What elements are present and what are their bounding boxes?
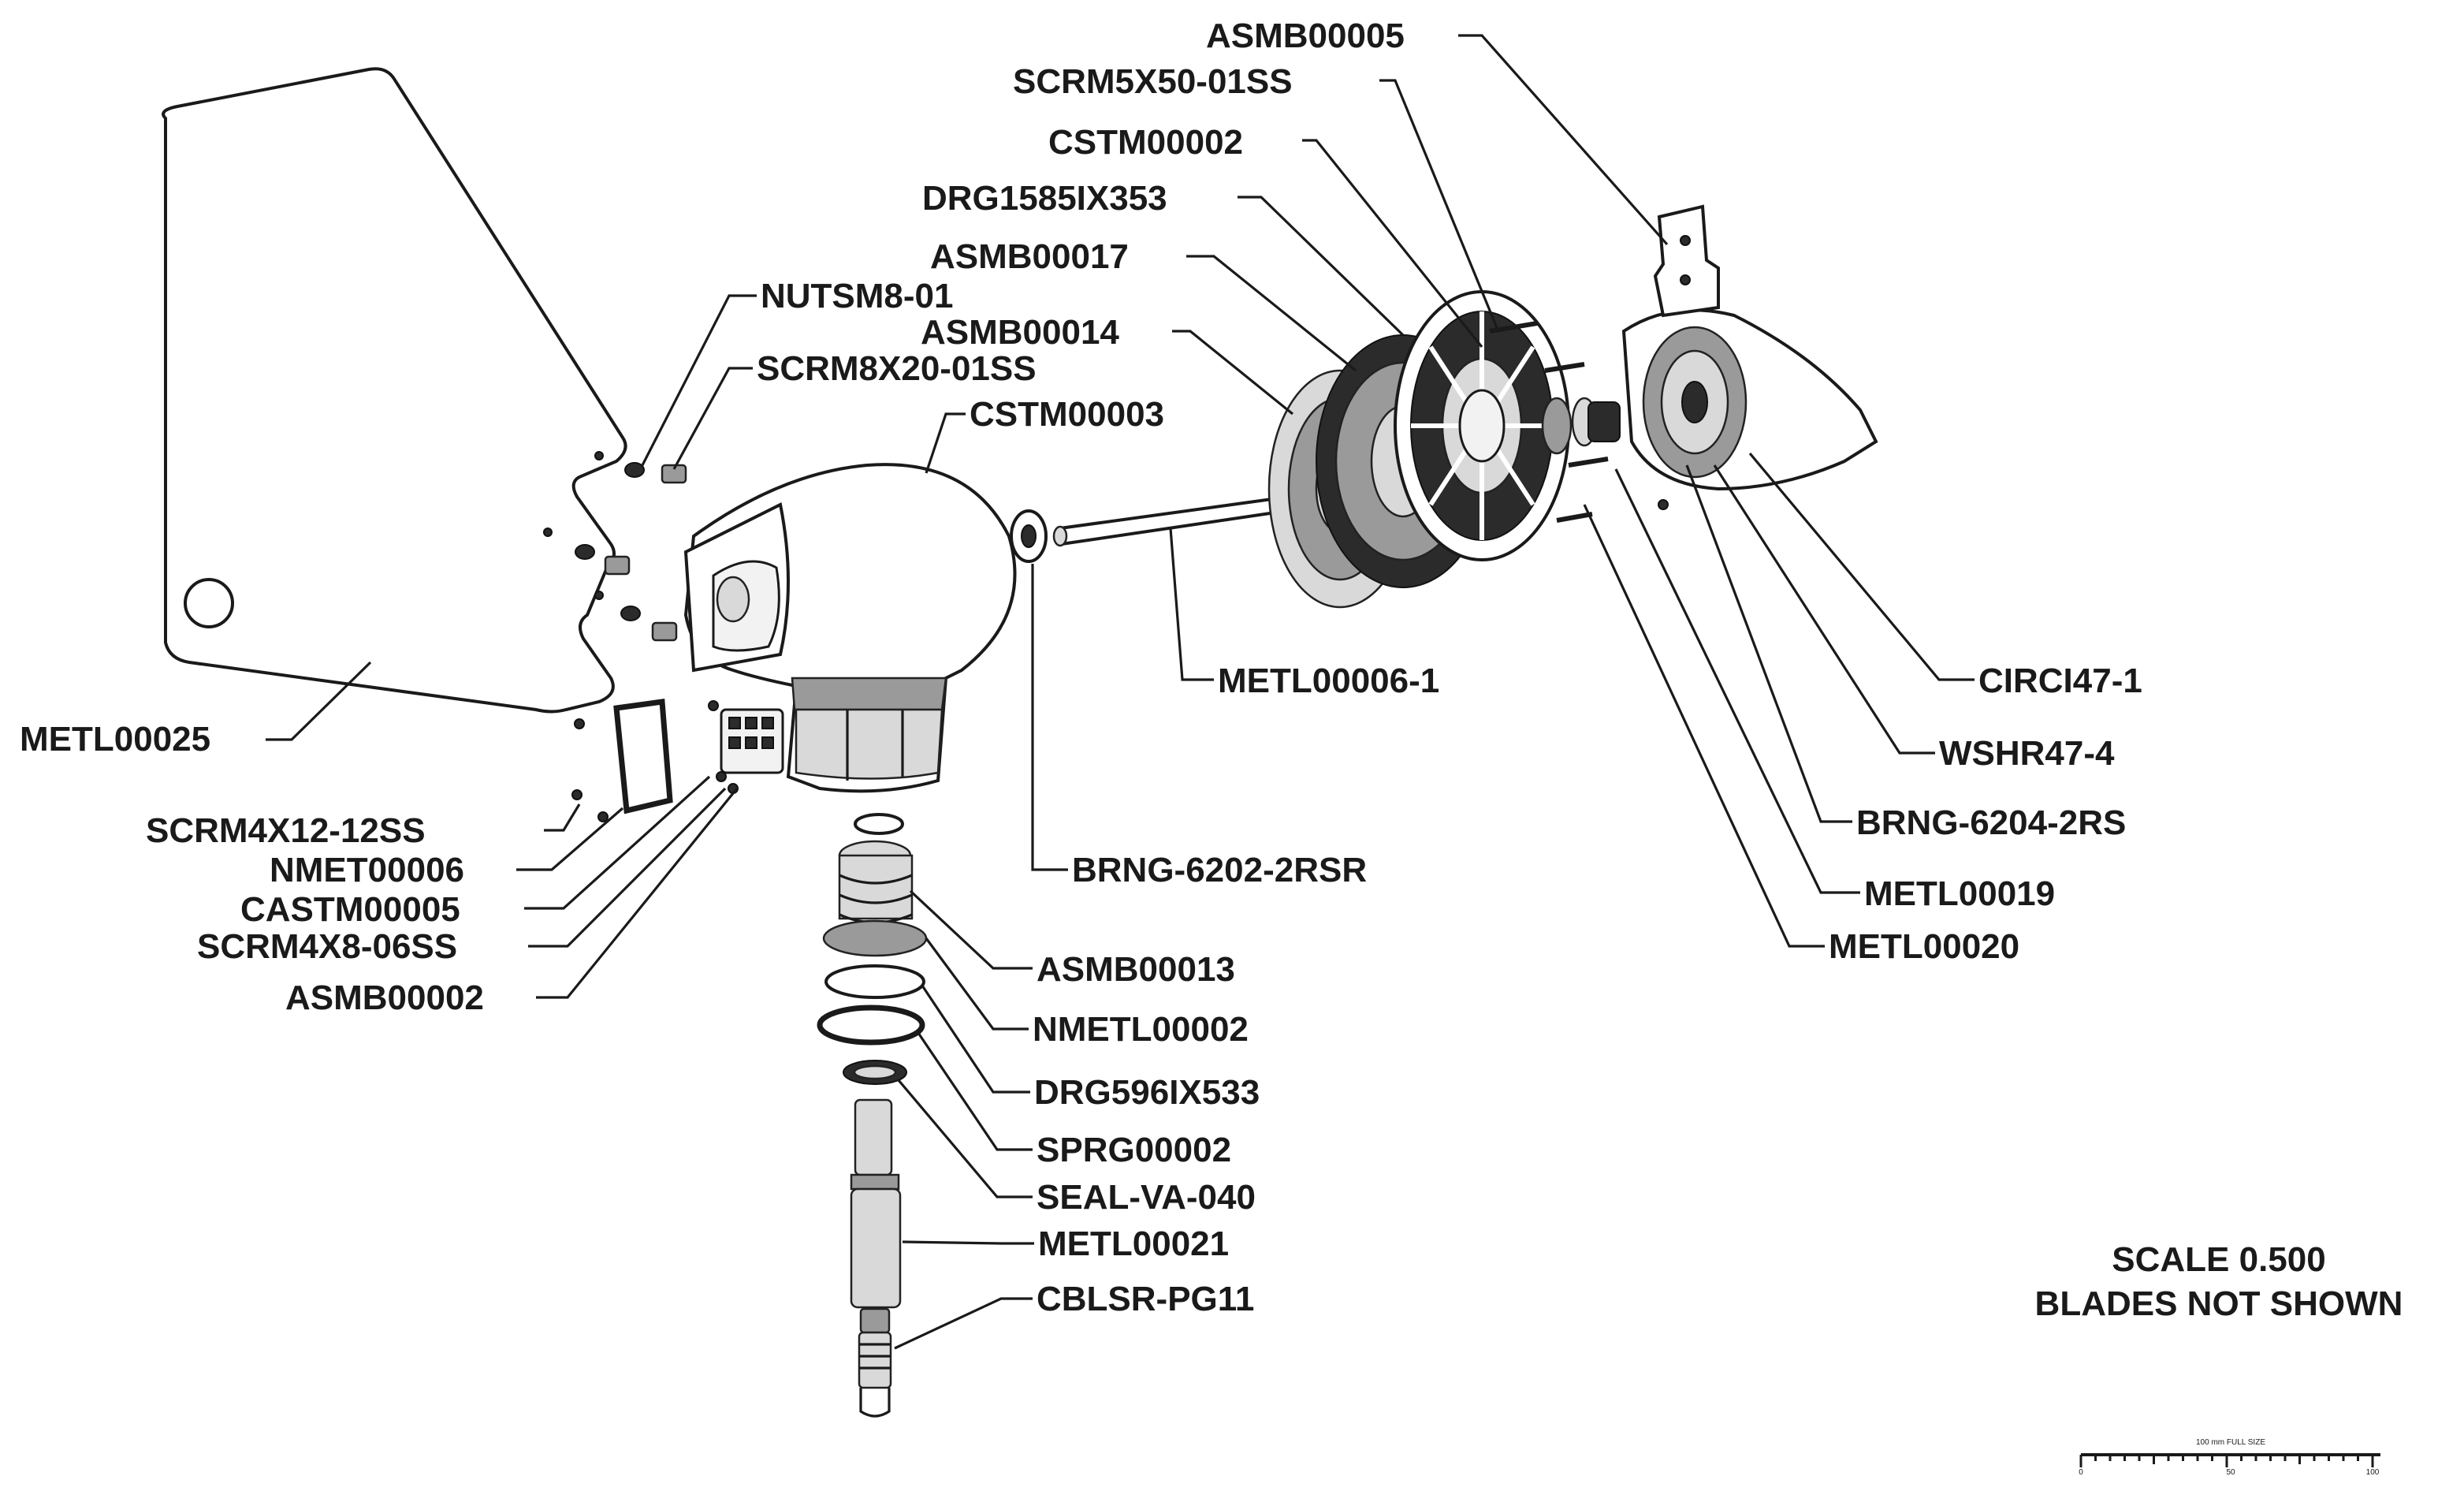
label-metl00019: METL00019: [1864, 874, 2055, 913]
label-cblsr: CBLSR-PG11: [1037, 1280, 1254, 1318]
scale-bar-caption: 100 mm FULL SIZE: [2196, 1438, 2265, 1447]
scale-bar-ticks: [2079, 1455, 2374, 1467]
leader-cstm00002: [1302, 139, 1483, 349]
fin-screws: [575, 462, 687, 642]
cover-plate-part: [571, 699, 673, 822]
leader-cstm00003: [925, 412, 966, 474]
terminal-block-part: [708, 700, 784, 794]
label-asmb00017: ASMB00017: [930, 237, 1129, 276]
label-asmb00002: ASMB00002: [285, 979, 484, 1017]
leader-scrm5x50: [1379, 79, 1499, 330]
label-drg596: DRG596IX533: [1034, 1073, 1260, 1112]
rear-bearings: [1541, 397, 1621, 455]
leader-metl00021: [902, 1240, 1034, 1245]
leader-drg1585: [1238, 196, 1405, 337]
label-scrm4x8: SCRM4X8-06SS: [197, 927, 457, 966]
leader-asmb00002: [536, 787, 739, 999]
scale-bar-start: 0: [2079, 1468, 2083, 1477]
label-brng6204: BRNG-6204-2RS: [1856, 803, 2126, 842]
label-cstm00002: CSTM00002: [1048, 123, 1243, 162]
leader-scrm4x12: [544, 803, 581, 832]
leader-nmetl00002: [925, 938, 1029, 1031]
label-nutsm8: NUTSM8-01: [761, 277, 954, 315]
label-asmb00014: ASMB00014: [921, 313, 1119, 352]
label-castm00005: CASTM00005: [240, 890, 460, 929]
stator-part: [1394, 290, 1570, 561]
drawing-notes: SCALE 0.500 BLADES NOT SHOWN: [2035, 1240, 2403, 1323]
rear-housing-part: [1621, 204, 1878, 510]
leader-asmb00013: [909, 889, 1033, 970]
tail-fin-part: [162, 67, 627, 714]
label-cstm00003: CSTM00003: [970, 395, 1164, 434]
leader-nmet00006: [516, 807, 624, 871]
leader-castm00005: [524, 775, 711, 910]
label-scrm8x20: SCRM8X20-01SS: [757, 349, 1037, 388]
label-drg1585: DRG1585IX353: [922, 179, 1167, 218]
leader-metl00020: [1583, 504, 1825, 948]
leader-drg596: [921, 985, 1030, 1094]
label-nmet00006: NMET00006: [270, 851, 464, 889]
leader-circi47: [1748, 452, 1975, 681]
leader-asmb00017: [1186, 255, 1357, 372]
scale-note: SCALE 0.500: [2112, 1240, 2325, 1279]
label-wshr47: WSHR47-4: [1939, 734, 2115, 773]
leader-asmb00014: [1172, 330, 1294, 416]
leader-lines: [266, 34, 1975, 1350]
leader-metl00019: [1614, 468, 1860, 894]
label-metl00021: METL00021: [1038, 1225, 1229, 1263]
label-nmetl00002: NMETL00002: [1033, 1010, 1249, 1049]
label-metl00020: METL00020: [1829, 927, 2019, 966]
main-housing-part: [683, 463, 1017, 793]
leader-sprg00002: [917, 1032, 1033, 1151]
label-metl00025: METL00025: [20, 720, 210, 759]
blades-note: BLADES NOT SHOWN: [2035, 1284, 2403, 1323]
leader-brng6202: [1031, 564, 1068, 871]
scale-bar-mid: 50: [2226, 1468, 2235, 1477]
label-circi47: CIRCI47-1: [1978, 662, 2142, 700]
label-scrm5x50: SCRM5X50-01SS: [1013, 62, 1293, 101]
leader-scrm4x8: [528, 787, 727, 948]
scale-bar-end: 100: [2366, 1468, 2380, 1477]
leader-brng6204: [1685, 464, 1852, 823]
callout-labels: ASMB00005 SCRM5X50-01SS CSTM00002 DRG158…: [20, 17, 2142, 1318]
leader-nutsm8: [641, 294, 757, 466]
label-sealva040: SEAL-VA-040: [1037, 1178, 1256, 1217]
scale-bar: 100 mm FULL SIZE 0 50 100: [2079, 1438, 2380, 1477]
long-screws: [1489, 321, 1609, 523]
leader-metl00025: [266, 661, 372, 741]
label-scrm4x12: SCRM4X12-12SS: [146, 811, 426, 850]
label-brng6202: BRNG-6202-2RSR: [1072, 851, 1367, 889]
leader-wshr47: [1713, 464, 1935, 755]
label-asmb00005: ASMB00005: [1206, 17, 1405, 55]
leader-asmb00005: [1458, 34, 1669, 246]
leader-metl00006: [1169, 527, 1214, 681]
label-sprg00002: SPRG00002: [1037, 1131, 1231, 1169]
leader-sealva040: [897, 1079, 1033, 1198]
small-bearing-part: [1010, 509, 1048, 563]
leader-cblsr: [894, 1297, 1033, 1350]
leader-scrm8x20: [672, 367, 753, 470]
label-asmb00013: ASMB00013: [1037, 950, 1235, 989]
label-metl00006: METL00006-1: [1218, 662, 1439, 700]
yaw-stack: [817, 813, 928, 1418]
